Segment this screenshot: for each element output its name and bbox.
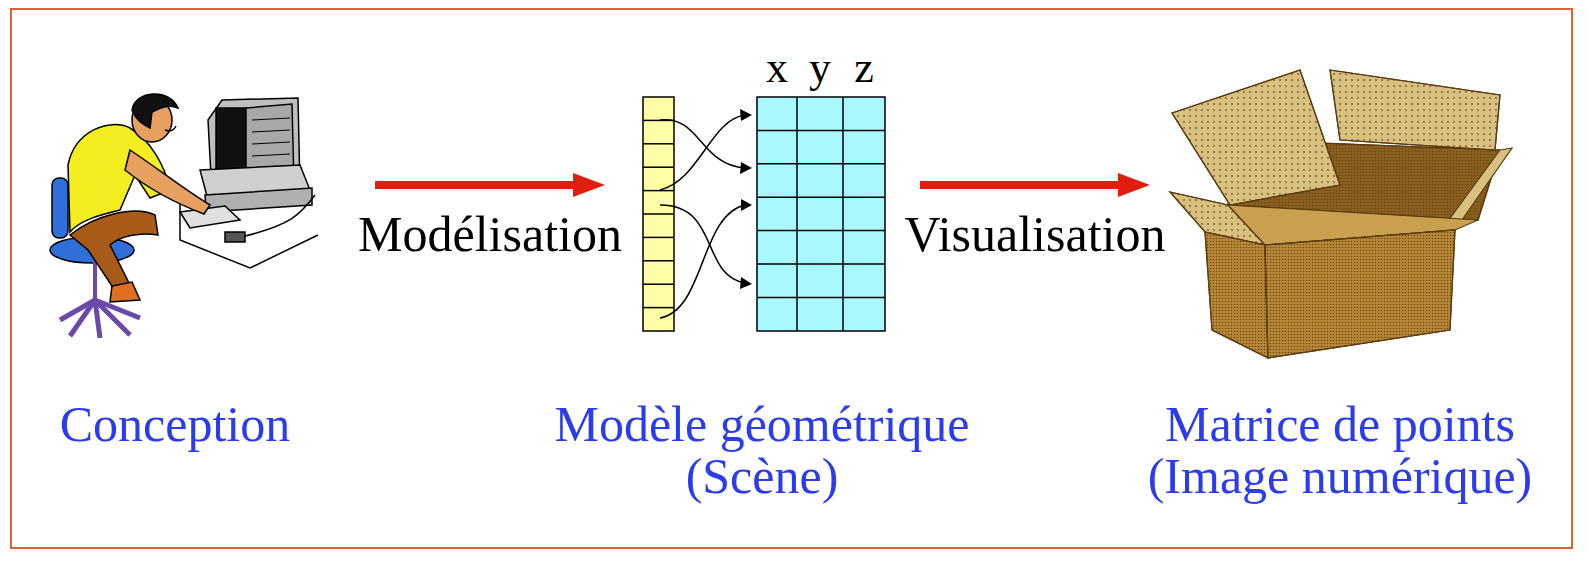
stage-caption: Modèle géométrique (Scène)	[522, 398, 1002, 502]
axis-header: x	[766, 46, 788, 90]
axis-header: y	[809, 46, 831, 90]
stage-node: Conception	[45, 398, 305, 450]
axis-header: z	[854, 46, 874, 90]
box-illustration	[1170, 70, 1512, 358]
flow-arrow	[375, 173, 605, 197]
flow-arrow	[920, 173, 1150, 197]
stage-caption: Matrice de points (Image numérique)	[1115, 398, 1565, 502]
edge-label: Visualisation	[905, 209, 1166, 259]
geometric-model-illustration	[643, 97, 885, 331]
edge-label: Modélisation	[358, 209, 622, 259]
stage-node: Matrice de points (Image numérique)	[1115, 398, 1565, 502]
stage-caption: Conception	[45, 398, 305, 450]
designer-illustration	[50, 94, 318, 338]
stage-node: Modèle géométrique (Scène)	[522, 398, 1002, 502]
